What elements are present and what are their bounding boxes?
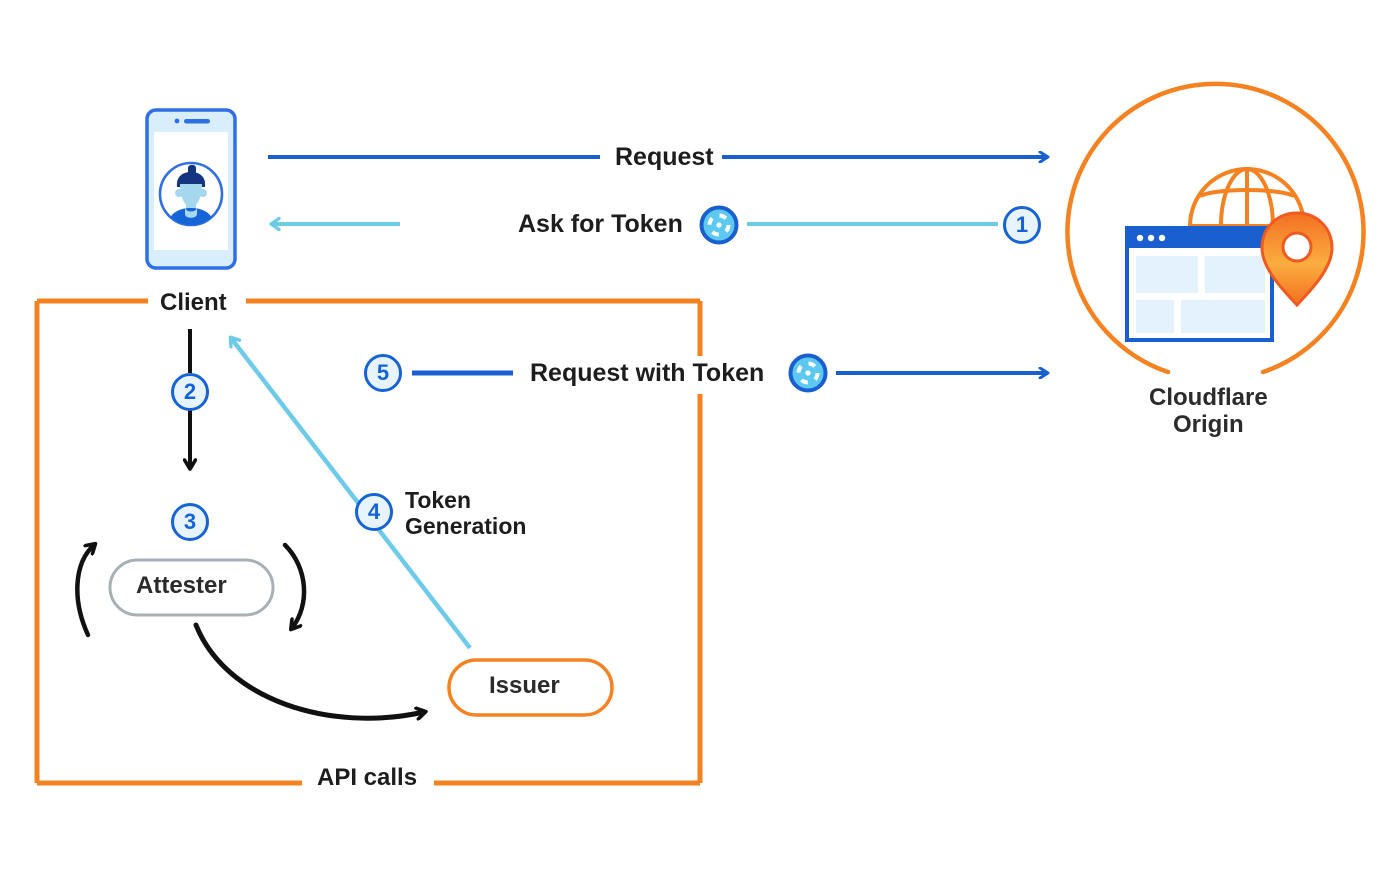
ask-for-token-label: Ask for Token [510, 210, 691, 238]
step-badge-3: 3 [171, 503, 209, 541]
issuer-node[interactable] [447, 658, 614, 717]
browser-window-icon [1125, 226, 1274, 342]
cloudflare-origin-line-2: Origin [1173, 410, 1244, 438]
attester-loop-connector [75, 545, 424, 718]
step-badge-5: 5 [364, 354, 402, 392]
request-label: Request [607, 143, 722, 171]
browser-globe-pin-icon [1125, 167, 1334, 342]
cloudflare-origin-line-1: Cloudflare [1149, 384, 1268, 411]
location-pin-icon [1260, 211, 1334, 308]
client-label: Client [150, 289, 237, 317]
step-badge-4: 4 [355, 493, 393, 531]
api-calls-boundary [34, 298, 703, 786]
attester-label: Attester [136, 572, 227, 599]
step-badge-1: 1 [1003, 206, 1041, 244]
cloudflare-origin-label: Cloudflare Origin [1149, 384, 1268, 439]
api-calls-label: API calls [307, 764, 428, 792]
token-generation-line-2: Generation [405, 512, 527, 539]
issuer-label: Issuer [489, 672, 560, 699]
token-generation-connector [231, 338, 472, 650]
mobile-phone-user-icon [145, 108, 237, 270]
step-badge-2: 2 [171, 373, 209, 411]
attester-node[interactable] [108, 558, 275, 617]
private-access-token-icon [788, 353, 828, 393]
request-with-token-label: Request with Token [522, 359, 773, 387]
cloudflare-origin-arc [1065, 81, 1366, 375]
token-generation-label: Token Generation [402, 487, 529, 540]
private-access-token-icon [699, 205, 739, 245]
token-generation-line-1: Token [405, 487, 472, 513]
